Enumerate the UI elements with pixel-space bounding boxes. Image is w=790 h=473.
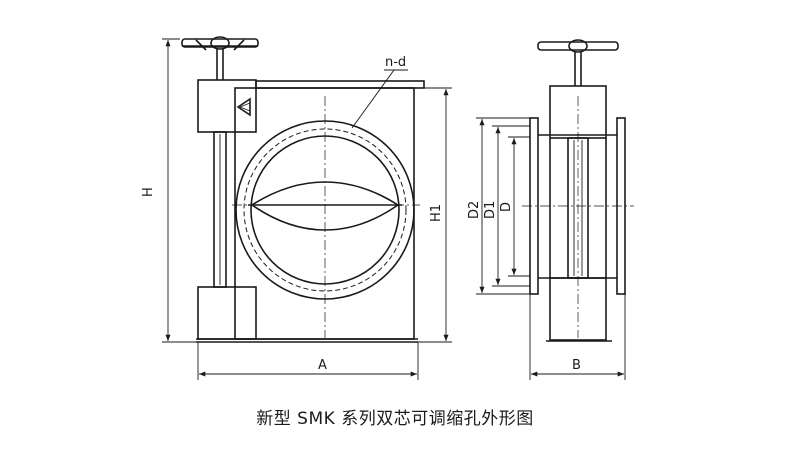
- dimension-D: D: [499, 136, 530, 277]
- dim-label-B: B: [572, 358, 581, 373]
- dimension-H1: H1: [418, 87, 452, 343]
- figure-caption: 新型 SMK 系列双芯可调缩孔外形图: [256, 409, 534, 429]
- dim-label-H1: H1: [429, 204, 444, 222]
- lower-box: [197, 286, 257, 340]
- front-view: n-d: [181, 36, 425, 343]
- dim-label-H: H: [141, 187, 156, 197]
- actuator-box: [197, 79, 257, 133]
- side-view: [522, 39, 634, 342]
- dim-label-D2: D2: [467, 201, 482, 219]
- actuator-indicator-icon: [236, 97, 251, 117]
- dim-label-D: D: [499, 202, 514, 212]
- side-upper-box: [549, 85, 607, 139]
- dimension-B: B: [529, 294, 626, 380]
- n-d-label: n-d: [385, 55, 406, 70]
- handwheel-side: [537, 39, 619, 86]
- bolt-circle: [243, 128, 407, 292]
- dim-label-D1: D1: [483, 201, 498, 219]
- n-d-leader: [351, 69, 395, 129]
- dim-label-A: A: [318, 358, 327, 373]
- dimension-D2: D2: [467, 117, 530, 295]
- top-plate: [255, 80, 425, 89]
- dimension-D1: D1: [483, 125, 530, 287]
- damper-body: [234, 87, 415, 340]
- handwheel-front: [181, 36, 259, 80]
- dimension-H: H: [141, 38, 196, 343]
- dimension-A: A: [197, 342, 419, 380]
